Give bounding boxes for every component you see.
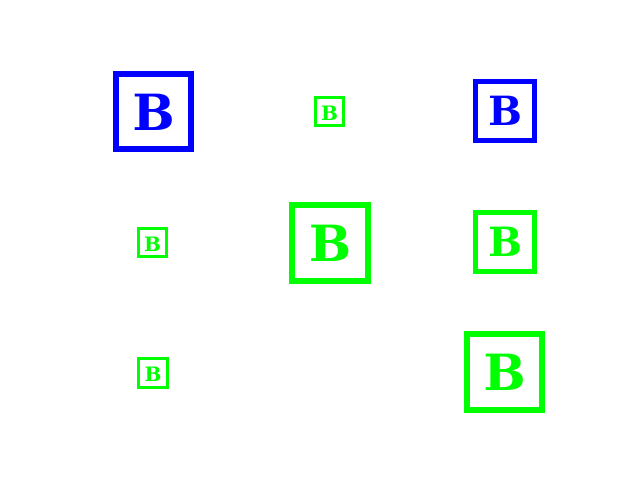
tile-letter: B <box>144 231 161 256</box>
tile-letter: B <box>488 219 522 266</box>
tile-letter: B <box>132 82 175 142</box>
tile-letter: B <box>308 214 352 273</box>
letter-tile-green-small[interactable]: B <box>137 227 168 258</box>
letter-tile-green-medium[interactable]: B <box>473 210 537 274</box>
tile-letter: B <box>483 343 526 402</box>
letter-tile-green-small[interactable]: B <box>314 96 345 127</box>
letter-tile-green-large[interactable]: B <box>464 331 545 413</box>
tile-letter: B <box>488 88 522 135</box>
letter-tile-blue-medium[interactable]: B <box>473 79 537 143</box>
letter-tile-blue-large[interactable]: B <box>113 71 194 152</box>
tile-letter: B <box>144 362 162 386</box>
letter-tile-green-large[interactable]: B <box>289 202 371 284</box>
tile-letter: B <box>321 100 338 125</box>
letter-tile-green-small[interactable]: B <box>137 357 169 389</box>
